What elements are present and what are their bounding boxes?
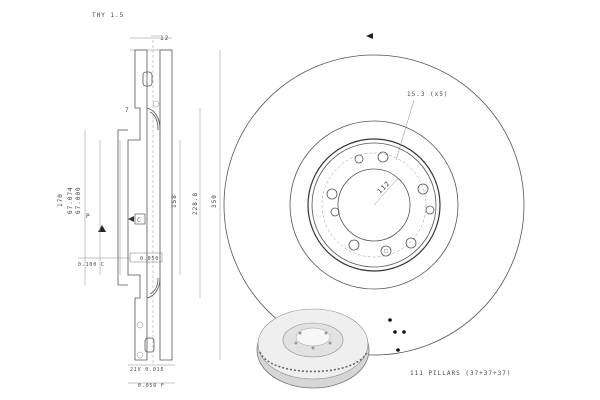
datum-c-label: C — [137, 217, 142, 224]
outer-disc-edge — [223, 54, 525, 356]
holes-leader — [395, 99, 415, 161]
locating-hole — [354, 154, 364, 164]
locating-hole-centre — [383, 248, 389, 254]
locating-hole — [380, 245, 392, 257]
rotation-arrow-icon — [366, 33, 373, 39]
pillar-dot — [388, 318, 392, 322]
rotor-3d-hole — [324, 331, 328, 335]
tol-flat-frame — [129, 252, 163, 263]
dim-170-label: 170 — [57, 193, 64, 207]
lug-hole — [377, 151, 389, 163]
plate-hole — [136, 321, 144, 329]
rotor-3d-hole — [298, 331, 302, 335]
lug-hole — [326, 188, 338, 200]
rotor-3d-render — [256, 308, 370, 389]
pcd-leader — [373, 177, 399, 206]
pillar-dot — [402, 330, 406, 334]
plate-hole — [136, 351, 144, 359]
pillars-label: 111 PILLARS (37+37+37) — [410, 370, 511, 377]
dim-158-label: 158 — [171, 194, 178, 208]
outer-friction-plate — [127, 49, 148, 361]
friction-ring-inner-edge — [289, 120, 459, 290]
thickness-min-label: THY 1.5 — [92, 12, 124, 19]
rotor-3d-hole — [294, 341, 298, 345]
bottom-tol-label-1: 21V 0.015 — [130, 367, 164, 373]
dim-67-074-label: 67.074 — [67, 186, 74, 214]
bottom-vent-slot — [144, 337, 155, 353]
rotor-3d-hole — [328, 341, 332, 345]
centre-bore — [337, 168, 411, 242]
tol-runout-label: 0.100 C — [78, 262, 105, 268]
holes-label: 15.3 (x5) — [407, 91, 449, 98]
upper-hat-curve — [146, 107, 161, 131]
hub-face — [117, 130, 128, 286]
upper-hat-curve-inner — [149, 111, 159, 131]
plate-hole — [152, 100, 160, 108]
rotor-3d-vents — [259, 351, 368, 373]
lower-hat-curve — [146, 277, 161, 299]
locating-hole — [425, 205, 435, 215]
front-view — [223, 33, 525, 356]
lug-hole — [417, 183, 429, 195]
section-view — [78, 35, 221, 384]
hat-outer-edge — [307, 138, 441, 272]
datum-p-triangle — [98, 225, 106, 232]
lug-hole — [348, 239, 360, 251]
locating-hole — [330, 207, 340, 217]
dim-67-000-label: 67.000 — [75, 186, 82, 214]
pillar-dot — [393, 330, 397, 334]
lower-hat-curve-inner — [149, 277, 159, 295]
top-vent-slot — [142, 71, 153, 87]
dim-350-label: 350 — [211, 194, 218, 208]
hat-inner-edge — [311, 142, 437, 268]
datum-c-box — [134, 213, 146, 225]
rotor-3d-bore — [295, 327, 331, 347]
dim-7-label: 7 — [125, 107, 130, 114]
dim-12-label: 12 — [160, 35, 169, 42]
datum-c-arrow — [128, 216, 134, 222]
bolt-pitch-circle — [321, 152, 427, 258]
pillar-dot — [396, 348, 400, 352]
dim-228-label: 228.8 — [192, 192, 199, 215]
lug-hole — [405, 237, 417, 249]
inner-friction-plate — [159, 49, 173, 361]
rotor-3d-hole — [311, 346, 315, 350]
bottom-tol-label-2: 0.050 F — [138, 383, 165, 389]
tol-flat-label: 0.050 — [140, 256, 159, 262]
datum-p-label: P — [86, 213, 91, 220]
pcd-label: 112 — [376, 179, 392, 195]
